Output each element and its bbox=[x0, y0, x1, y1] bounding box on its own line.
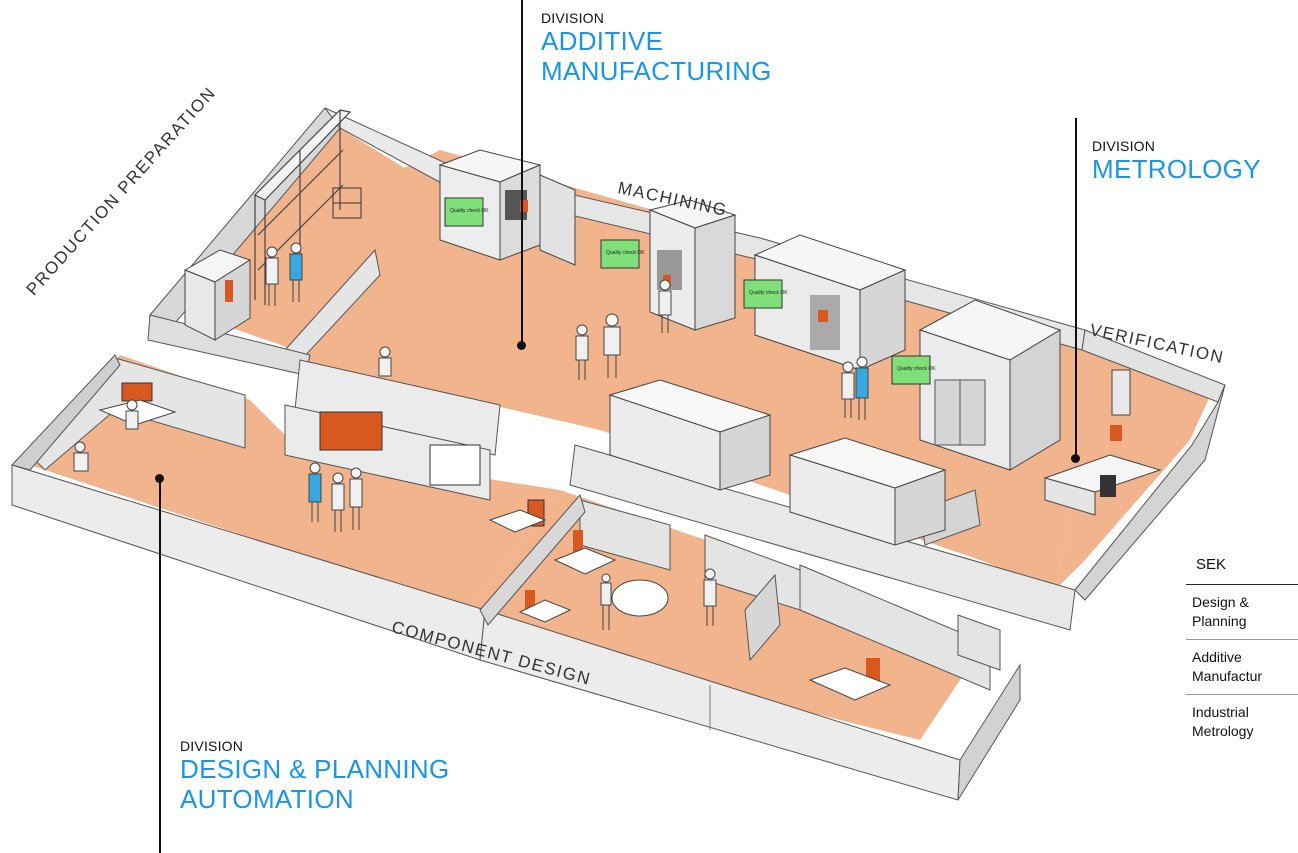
quality-screen-1: Quality check OK bbox=[444, 197, 489, 227]
callout-kicker: DIVISION bbox=[541, 10, 605, 26]
round-table bbox=[611, 579, 669, 617]
quality-screen-4: Quality check OK bbox=[891, 355, 936, 385]
production-cabinet bbox=[183, 249, 252, 341]
shelving-unit bbox=[253, 109, 352, 305]
legend-item-line: Additive bbox=[1192, 649, 1242, 665]
workstation-2 bbox=[488, 499, 547, 533]
callout-dot-additive bbox=[517, 341, 526, 350]
sek-legend: SEK Design & Planning Additive Manufactu… bbox=[1186, 556, 1298, 749]
quality-screen-3: Quality check OK bbox=[743, 279, 788, 309]
callout-pointer-metrology bbox=[1075, 118, 1077, 458]
verification-right-wall bbox=[1074, 384, 1226, 601]
legend-item[interactable]: Additive Manufactur bbox=[1186, 640, 1298, 695]
callout-pointer-design bbox=[159, 478, 161, 853]
print-box-2 bbox=[788, 437, 947, 546]
legend-item-line: Metrology bbox=[1192, 723, 1254, 739]
callout-title: DESIGN & PLANNING AUTOMATION bbox=[180, 754, 450, 814]
callout-title-line: METROLOGY bbox=[1092, 154, 1261, 184]
callout-additive-manufacturing: DIVISION ADDITIVE MANUFACTURING bbox=[541, 10, 772, 86]
component-divider bbox=[479, 493, 586, 626]
workstation-3 bbox=[553, 530, 617, 575]
cmm-machine bbox=[1043, 369, 1162, 516]
callout-dot-design bbox=[155, 474, 164, 483]
partition-d bbox=[799, 564, 991, 691]
quality-screen-label: Quality check OK bbox=[606, 250, 645, 256]
callout-kicker: DIVISION bbox=[180, 738, 244, 754]
production-cart bbox=[332, 187, 362, 219]
quality-screen-label: Quality check OK bbox=[749, 290, 788, 296]
quality-screen-label: Quality check OK bbox=[450, 208, 489, 214]
workstation-4 bbox=[518, 590, 572, 623]
partition-e bbox=[744, 573, 781, 662]
center-wall bbox=[294, 359, 501, 456]
callout-title-line: MANUFACTURING bbox=[541, 56, 772, 86]
quality-screen-2: Quality check OK bbox=[600, 239, 645, 269]
workstation-5 bbox=[808, 658, 892, 701]
legend-item-line: Design & bbox=[1192, 594, 1249, 610]
quality-screen-label: Quality check OK bbox=[897, 366, 936, 372]
callout-title-line: ADDITIVE bbox=[541, 26, 664, 56]
callout-title-line: DESIGN & PLANNING bbox=[180, 754, 450, 784]
callout-title-line: AUTOMATION bbox=[180, 784, 354, 814]
legend-item-line: Industrial bbox=[1192, 704, 1249, 720]
callout-metrology: DIVISION METROLOGY bbox=[1092, 138, 1261, 184]
cnc-machine-4 bbox=[918, 299, 1062, 471]
legend-item-line: Manufactur bbox=[1192, 668, 1263, 684]
callout-pointer-additive bbox=[521, 0, 523, 345]
print-box-1 bbox=[608, 379, 772, 491]
callout-design-planning: DIVISION DESIGN & PLANNING AUTOMATION bbox=[180, 738, 450, 814]
legend-heading: SEK bbox=[1186, 556, 1298, 585]
machining-front-wall bbox=[569, 444, 1076, 631]
callout-title: METROLOGY bbox=[1092, 154, 1261, 184]
info-board bbox=[429, 444, 481, 486]
callout-kicker: DIVISION bbox=[1092, 138, 1156, 154]
legend-item[interactable]: Industrial Metrology bbox=[1186, 695, 1298, 749]
legend-item[interactable]: Design & Planning bbox=[1186, 585, 1298, 640]
orange-board bbox=[319, 411, 383, 451]
legend-item-line: Planning bbox=[1192, 613, 1247, 629]
callout-dot-metrology bbox=[1071, 454, 1080, 463]
callout-title: ADDITIVE MANUFACTURING bbox=[541, 26, 772, 86]
component-right-stub bbox=[957, 614, 1001, 671]
people bbox=[73, 242, 869, 630]
component-right-wall bbox=[957, 663, 1021, 801]
